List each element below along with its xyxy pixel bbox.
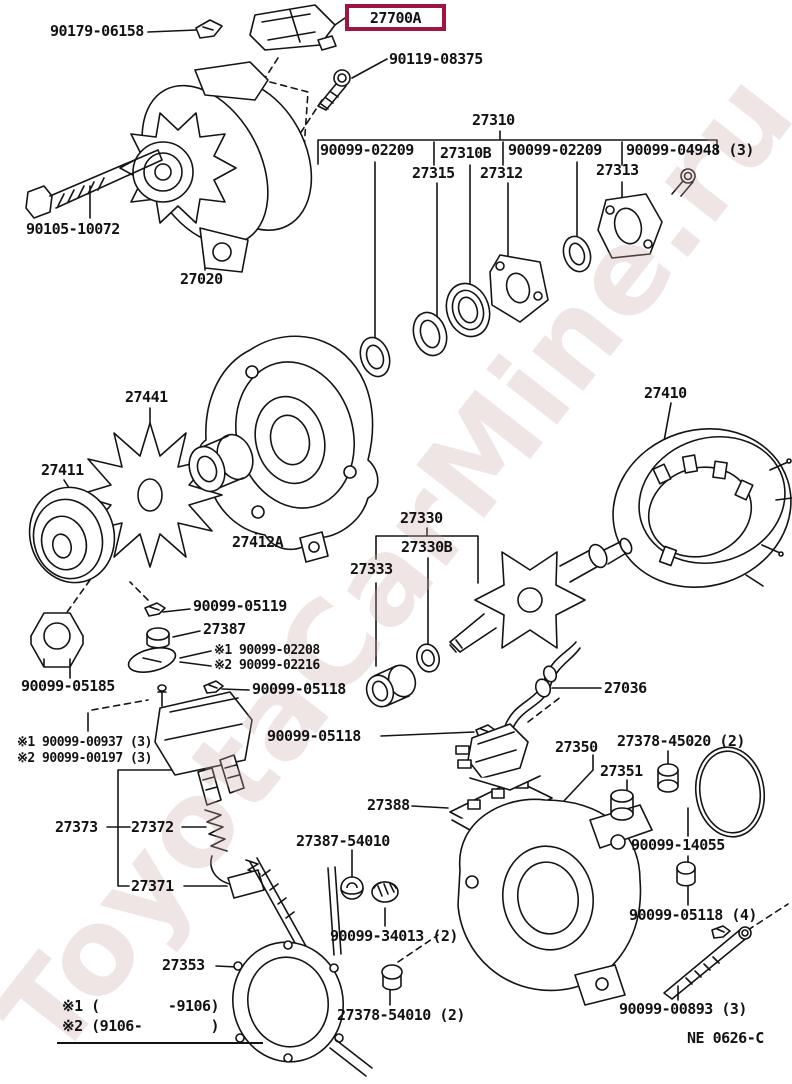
part-label-90099-02209-b[interactable]: 90099-02209: [508, 141, 602, 159]
part-label-90099-00893[interactable]: 90099-00893 (3): [619, 1000, 747, 1018]
part-label-27313[interactable]: 27313: [596, 161, 639, 179]
bolt-90119-drawing: [317, 69, 351, 111]
bearing-27412a-drawing: [188, 433, 254, 493]
part-label-27330b[interactable]: 27330B: [401, 538, 453, 556]
bolt-90099-04948-drawing: [671, 168, 696, 197]
part-label-27330[interactable]: 27330: [400, 509, 443, 527]
grommet-14055-drawing: [676, 861, 696, 887]
part-label-27410[interactable]: 27410: [644, 384, 687, 402]
part-label-27333[interactable]: 27333: [350, 560, 393, 578]
cup-27387-drawing: [146, 627, 170, 649]
part-label-90099-05118-a[interactable]: 90099-05118: [252, 680, 346, 698]
sleeve-27351-drawing: [610, 789, 634, 821]
brush-holder-drawing: [154, 684, 253, 806]
part-label-90099-02208[interactable]: ※1 90099-02208: [214, 643, 320, 658]
retainer-plate-27312-drawing: [489, 254, 549, 323]
grommet-27378-54010-drawing: [381, 964, 403, 991]
regulator-27700a-drawing: [249, 4, 337, 51]
part-label-90119-08375[interactable]: 90119-08375: [389, 50, 483, 68]
cup-27387-54010-drawing: [340, 876, 364, 900]
clip-05118-4-drawing: [711, 925, 731, 939]
part-label-90099-05118-4[interactable]: 90099-05118 (4): [629, 906, 757, 924]
washer-ring-1-drawing: [359, 336, 391, 378]
part-label-90105-10072[interactable]: 90105-10072: [26, 220, 120, 238]
rear-housing-27350-drawing: [457, 798, 653, 1006]
connector-plug-drawing: [455, 723, 541, 791]
part-label-90099-04948[interactable]: 90099-04948 (3): [626, 141, 754, 159]
bolt-00893-drawing: [663, 926, 752, 1000]
part-label-27315[interactable]: 27315: [412, 164, 455, 182]
part-label-27371[interactable]: 27371: [131, 877, 174, 895]
part-label-90099-05185[interactable]: 90099-05185: [21, 677, 115, 695]
part-label-27411[interactable]: 27411: [41, 461, 84, 479]
part-label-27378-45020[interactable]: 27378-45020 (2): [617, 732, 745, 750]
part-label-27387[interactable]: 27387: [203, 620, 246, 638]
part-label-90099-34013[interactable]: 90099-34013 (2): [330, 927, 458, 945]
nut-90099-05185-drawing: [30, 612, 84, 668]
part-label-27350[interactable]: 27350: [555, 738, 598, 756]
part-label-27372[interactable]: 27372: [131, 818, 174, 836]
drive-end-frame-drawing: [197, 335, 379, 563]
part-label-90099-02216[interactable]: ※2 90099-02216: [214, 658, 320, 673]
part-label-27441[interactable]: 27441: [125, 388, 168, 406]
part-label-27351[interactable]: 27351: [600, 762, 643, 780]
washer-ring-27315-drawing: [412, 311, 448, 357]
highlight-box-27700a[interactable]: 27700A: [345, 4, 446, 31]
part-label-90099-02209-a[interactable]: 90099-02209: [320, 141, 414, 159]
part-label-27373[interactable]: 27373: [55, 818, 98, 836]
part-label-27036[interactable]: 27036: [604, 679, 647, 697]
part-label-90179-06158[interactable]: 90179-06158: [50, 22, 144, 40]
rotor-27330-drawing: [449, 537, 633, 653]
part-label-27387-54010[interactable]: 27387-54010: [296, 832, 390, 850]
clip-05118-a-drawing: [203, 680, 224, 694]
washer-02208-drawing: [127, 647, 177, 673]
part-label-90099-14055[interactable]: 90099-14055: [631, 836, 725, 854]
part-label-27310[interactable]: 27310: [472, 111, 515, 129]
bolt-90105-drawing: [25, 149, 163, 219]
alternator-assembly-drawing: [119, 61, 313, 273]
brush-27371-drawing: [210, 855, 265, 899]
part-label-27412a[interactable]: 27412A: [232, 533, 284, 551]
part-label-90099-00197[interactable]: ※2 90099-00197 (3): [17, 751, 152, 766]
part-label-90099-00937[interactable]: ※1 90099-00937 (3): [17, 735, 152, 750]
part-label-27378-54010[interactable]: 27378-54010 (2): [337, 1006, 465, 1024]
part-label-27353[interactable]: 27353: [162, 956, 205, 974]
ring-27330b-drawing: [415, 643, 441, 673]
sleeve-27378-45020-drawing: [657, 763, 679, 793]
washer-ring-2-drawing: [562, 235, 592, 273]
stator-27410-drawing: [612, 427, 792, 589]
bearing-27333-drawing: [365, 664, 417, 708]
cover-plate-27313-drawing: [597, 193, 663, 259]
clip-90179-drawing: [195, 19, 223, 39]
harness-27036-drawing: [504, 641, 581, 731]
drawing-code: NE 0626-C: [687, 1029, 764, 1047]
clip-90099-05119-drawing: [144, 602, 166, 617]
footnote-1: ※1 ( -9106): [62, 997, 220, 1015]
grommet-34013-drawing: [371, 881, 399, 903]
part-label-90099-05118-b[interactable]: 90099-05118: [267, 727, 361, 745]
part-label-90099-05119[interactable]: 90099-05119: [193, 597, 287, 615]
o-ring-drawing: [694, 746, 766, 838]
part-label-27312[interactable]: 27312: [480, 164, 523, 182]
part-label-27310b[interactable]: 27310B: [440, 144, 492, 162]
part-label-27700a: 27700A: [369, 8, 422, 27]
bearing-27310b-drawing: [445, 282, 491, 338]
part-label-27388[interactable]: 27388: [367, 796, 410, 814]
part-label-27020[interactable]: 27020: [180, 270, 223, 288]
retainer-27353-drawing: [231, 857, 373, 1077]
footnote-2: ※2 (9106- ): [62, 1017, 220, 1035]
footnote-underline: [57, 1042, 263, 1044]
pulley-27411-drawing: [28, 486, 116, 584]
